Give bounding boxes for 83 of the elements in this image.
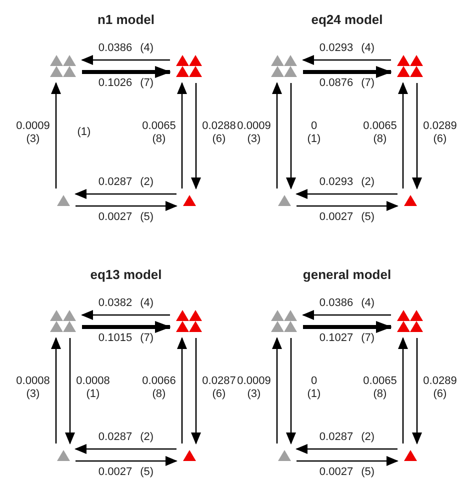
edge-label: 0.0027 (5) <box>98 211 154 224</box>
edge-label: 0.0008 (1) <box>75 374 111 401</box>
edge-label: 0.0027 (5) <box>319 466 375 479</box>
arrow <box>82 66 171 78</box>
triangle-icon <box>404 450 416 460</box>
arrow <box>272 82 282 188</box>
arrow <box>177 82 187 188</box>
arrow <box>286 338 296 444</box>
edge-label: 0.0287 (6) <box>201 374 237 401</box>
arrow <box>76 201 178 211</box>
triangle-group-icon <box>176 55 202 77</box>
triangle-icon <box>56 450 70 460</box>
edge-label: 0.0065 (8) <box>362 120 398 146</box>
edge-label: 0.0287 (2) <box>319 431 375 444</box>
triangle-group-icon <box>50 55 76 77</box>
edge-label: 0.0288 (6) <box>201 120 237 146</box>
edge-label: 0.1015 (7) <box>98 332 154 345</box>
panel-title: eq24 model <box>311 12 383 27</box>
edge-label: 0.0293 (2) <box>319 176 375 189</box>
edge-label: 0.0065 (8) <box>141 120 177 146</box>
arrow <box>286 83 296 190</box>
edge-label: 0.0386 (4) <box>319 297 375 310</box>
edge-label: 0.0009 (3) <box>236 120 272 146</box>
arrow <box>296 444 398 454</box>
edge-label: 0.0008 (3) <box>15 374 51 401</box>
arrow <box>191 338 201 444</box>
triangle-icon <box>278 194 290 206</box>
triangle-group-icon <box>271 55 297 77</box>
arrow <box>74 444 176 454</box>
edge-label: 0 (1) <box>306 374 322 401</box>
edge-label: 0.0876 (7) <box>319 77 375 90</box>
arrow <box>51 337 61 444</box>
panel-title: n1 model <box>97 12 155 27</box>
triangle-icon <box>278 450 290 460</box>
edge-label: 0.0382 (4) <box>98 297 154 310</box>
arrow <box>65 338 75 444</box>
arrow <box>296 189 398 199</box>
panel-title: eq13 model <box>90 267 162 282</box>
triangle-group-icon <box>271 310 297 332</box>
triangle-icon <box>182 194 196 206</box>
triangle-icon <box>56 194 70 206</box>
triangle-group-icon <box>50 310 76 332</box>
edge-label: 0.0027 (5) <box>319 211 375 224</box>
edge-label: 0.0066 (8) <box>141 374 177 401</box>
edge-label: 0.0289 (6) <box>422 120 458 146</box>
arrow <box>398 337 408 444</box>
arrow <box>82 321 171 333</box>
arrow <box>303 321 392 333</box>
edge-label: 0.1026 (7) <box>98 77 154 90</box>
arrow <box>81 55 170 65</box>
panel-title: general model <box>302 267 392 282</box>
edge-label: 0.0065 (8) <box>362 374 398 401</box>
triangle-group-icon <box>176 310 202 332</box>
triangle-icon <box>404 194 416 206</box>
triangle-icon <box>182 450 196 460</box>
arrow <box>398 82 408 188</box>
arrow <box>296 201 398 211</box>
arrow <box>302 310 391 320</box>
edge-label: 0.0293 (4) <box>319 42 375 55</box>
edge-label: 0.0027 (5) <box>98 466 154 479</box>
arrow <box>296 456 398 466</box>
triangle-group-icon <box>397 310 423 332</box>
arrow <box>303 66 392 78</box>
edge-label: 0.0287 (2) <box>98 431 154 444</box>
edge-label: 0 (1) <box>306 120 322 146</box>
arrow <box>412 338 422 444</box>
triangle-group-icon <box>397 55 423 77</box>
arrow <box>74 189 176 199</box>
arrow <box>191 83 201 190</box>
edge-label: 0.0287 (2) <box>98 176 154 189</box>
arrow <box>272 337 282 444</box>
edge-label: 0.0009 (3) <box>236 374 272 401</box>
rate-index: (1) <box>77 126 91 139</box>
edge-label: 0.0009 (3) <box>15 120 51 146</box>
arrow <box>412 83 422 190</box>
arrow <box>76 456 178 466</box>
edge-label: 0.0386 (4) <box>98 42 154 55</box>
edge-label: 0.1027 (7) <box>319 332 375 345</box>
arrow <box>81 310 170 320</box>
arrow <box>177 337 187 444</box>
arrow <box>51 82 61 188</box>
arrow <box>302 55 391 65</box>
edge-label: 0.0289 (6) <box>422 374 458 401</box>
